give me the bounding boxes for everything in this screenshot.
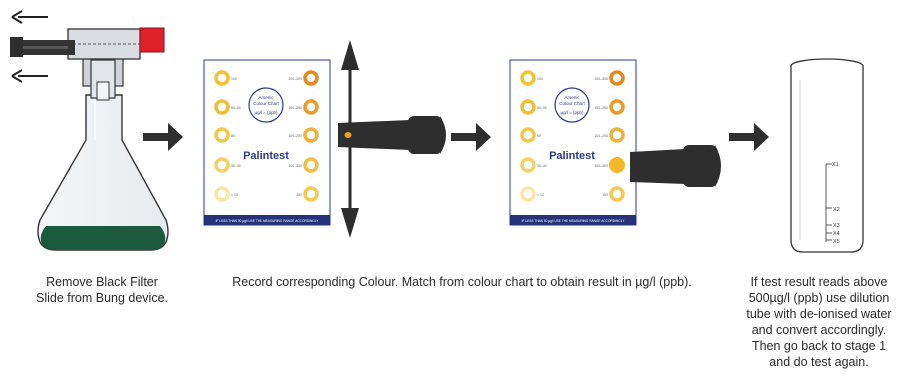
tube-mark-label: X4 <box>833 231 840 237</box>
tube-mark-label: X5 <box>833 239 840 245</box>
swatch-label: < 10 <box>537 193 544 197</box>
swatch <box>520 70 536 86</box>
swatch-label: 30–40 <box>537 164 547 168</box>
swatch <box>609 99 625 115</box>
caption-line: tube with de-ionised water <box>746 307 892 321</box>
chart-footer-text: IF LESS THAN 50 µg/l USE THE MEASURING R… <box>522 219 626 223</box>
swatch-label: 100–300 <box>594 164 608 168</box>
swatch <box>303 70 319 86</box>
swatch-label: 150 <box>602 193 608 197</box>
swatch <box>520 157 536 173</box>
step3-caption: If test result reads above 500µg/l (ppb)… <box>733 274 905 370</box>
swatch <box>609 186 625 202</box>
swatch-label: 100–200 <box>288 134 302 138</box>
swatch-label: 150 <box>296 193 302 197</box>
swatch-label: 200–300 <box>288 77 302 81</box>
swatch <box>303 157 319 173</box>
slide-arrow-top-icon <box>11 10 48 24</box>
swatch <box>303 186 319 202</box>
swatch-label: 100 <box>537 77 543 81</box>
colour-chart-2: IF LESS THAN 50 µg/l USE THE MEASURING R… <box>509 59 637 226</box>
slide-arrow-bottom-icon <box>11 69 48 83</box>
caption-line: If test result reads above <box>750 275 888 289</box>
swatch-label: 80–90 <box>537 106 547 110</box>
swatch <box>609 70 625 86</box>
right-swatches <box>303 70 319 202</box>
swatch <box>520 127 536 143</box>
swatch <box>214 157 230 173</box>
slide-viewer-1 <box>338 116 446 154</box>
chart-footer-text: IF LESS THAN 50 µg/l USE THE MEASURING R… <box>216 219 320 223</box>
palintest-logo: Palintest <box>549 150 595 162</box>
swatch <box>303 99 319 115</box>
swatch <box>609 127 625 143</box>
step1-caption: Remove Black Filter Slide from Bung devi… <box>22 274 182 306</box>
step2-caption: Record corresponding Colour. Match from … <box>212 274 712 290</box>
chart-title-line: Arsenic <box>258 95 274 100</box>
step-arrow-3-icon <box>729 123 769 151</box>
swatch-label: 100–300 <box>288 164 302 168</box>
chart-title-line: Arsenic <box>564 95 580 100</box>
swatch-label: 150–250 <box>288 106 302 110</box>
caption-line: Slide from Bung device. <box>35 291 168 305</box>
swatch <box>520 99 536 115</box>
chart-title-line: µg/l = (ppb) <box>561 110 584 115</box>
step-arrow-2-icon <box>451 123 491 151</box>
swatch-label: 100–200 <box>594 134 608 138</box>
swatch-label: 200–300 <box>594 77 608 81</box>
flask-liquid <box>40 226 166 250</box>
caption-line: and convert accordingly. <box>751 323 887 337</box>
black-filter-slide <box>10 37 75 57</box>
palintest-logo: Palintest <box>243 150 289 162</box>
chart-title-line: Colour Chart <box>253 101 279 106</box>
tube-mark-label: X2 <box>833 207 840 213</box>
caption-line: 500µg/l (ppb) use dilution <box>748 291 890 305</box>
dilution-tube: X1 X2 X3 X4 X5 <box>790 58 864 253</box>
left-swatches <box>214 70 230 202</box>
chart-title-line: Colour Chart <box>559 101 585 106</box>
step-arrow-1-icon <box>143 123 183 151</box>
colour-chart-1: IF LESS THAN 50 µg/l USE THE MEASURING R… <box>203 59 331 226</box>
swatch <box>214 99 230 115</box>
swatch-label: 100 <box>231 77 237 81</box>
bung-red-cap <box>139 27 165 53</box>
swatch-label: 50 <box>231 134 235 138</box>
tube-mark-label: X1 <box>832 162 839 168</box>
caption-line: Record corresponding Colour. Match from … <box>232 275 692 289</box>
swatch <box>214 70 230 86</box>
left-swatches <box>520 70 536 202</box>
caption-line: Remove Black Filter <box>46 275 158 289</box>
tube-mark-label: X3 <box>833 223 840 229</box>
swatch-label: 150–250 <box>594 106 608 110</box>
swatch-label: 30–40 <box>231 164 241 168</box>
swatch <box>303 127 319 143</box>
caption-line: Then go back to stage 1 <box>751 339 887 353</box>
swatch <box>214 186 230 202</box>
swatch <box>520 186 536 202</box>
right-swatches <box>609 70 625 202</box>
sample-spot <box>344 132 352 138</box>
slide-viewer-2 <box>630 145 721 187</box>
swatch-label: 80–90 <box>231 106 241 110</box>
swatch-label: < 10 <box>231 193 238 197</box>
flask-assembly <box>10 10 169 251</box>
matched-swatch <box>609 157 625 173</box>
caption-line: and do test again. <box>769 355 869 369</box>
swatch <box>214 127 230 143</box>
chart-title-line: µg/l = (ppb) <box>255 110 278 115</box>
swatch-label: 50 <box>537 134 541 138</box>
